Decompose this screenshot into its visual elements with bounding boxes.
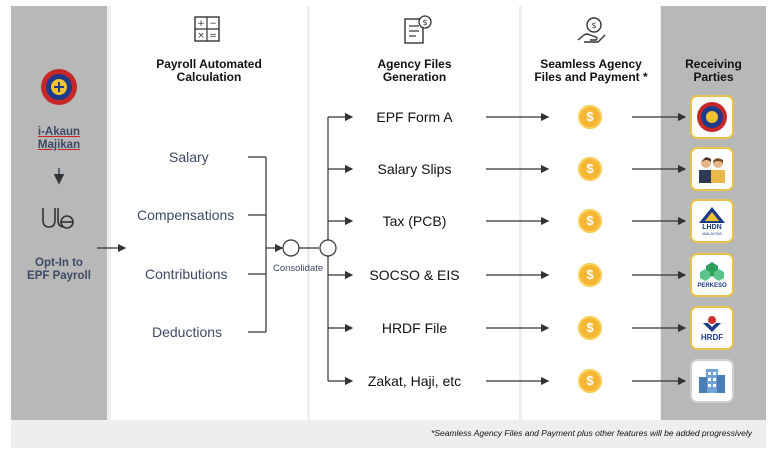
file-salary-slips: Salary Slips [377,161,452,177]
svg-text:$: $ [422,18,427,27]
calculator-icon: + − × = [194,16,220,42]
coin-icon: $ [578,209,602,233]
calc-item-contributions: Contributions [145,266,228,282]
hrdf-text: HRDF [700,332,724,342]
perkeso-receiver-icon: PERKESO [690,253,734,297]
calc-item-compensations: Compensations [137,207,235,223]
svg-text:−: − [209,19,217,29]
coin-icon: $ [578,157,602,181]
file-zakat-haji: Zakat, Haji, etc [367,373,462,389]
calc-item-deductions: Deductions [152,324,223,340]
optin-label: Opt-In to EPF Payroll [27,257,91,282]
lhdn-sub-text: MALAYSIA [702,231,722,236]
hrdf-receiver-icon: HRDF [690,306,734,350]
svg-text:×: × [197,31,205,41]
file-hrdf: HRDF File [381,320,448,336]
calc-item-salary: Salary [169,149,209,165]
coin-icon: $ [578,263,602,287]
footnote: *Seamless Agency Files and Payment plus … [431,428,752,438]
file-socso-eis: SOCSO & EIS [369,267,460,283]
svg-text:+: + [197,19,205,29]
employees-receiver-icon [690,147,734,191]
svg-text:$: $ [591,21,596,30]
hand-money-icon: $ [576,16,608,46]
optin-icon [40,205,76,235]
kwsp-logo [40,68,78,106]
invoice-icon: $ [402,14,432,46]
building-receiver-icon [690,359,734,403]
kwsp-receiver-icon [690,95,734,139]
lhdn-text: LHDN [702,224,722,231]
footer-bar: *Seamless Agency Files and Payment plus … [11,420,766,448]
file-tax-pcb: Tax (PCB) [382,213,447,229]
coin-icon: $ [578,105,602,129]
generation-column [310,6,519,420]
lhdn-receiver-icon: LHDN MALAYSIA [690,199,734,243]
calculation-column [111,6,307,420]
i-akaun-label: i-Akaun Majikan [37,126,81,151]
consolidate-label: Consolidate [273,263,324,274]
perkeso-text: PERKESO [697,282,727,289]
coin-icon: $ [578,316,602,340]
coin-icon: $ [578,369,602,393]
svg-text:=: = [209,31,217,41]
file-epf-form-a: EPF Form A [376,109,453,125]
